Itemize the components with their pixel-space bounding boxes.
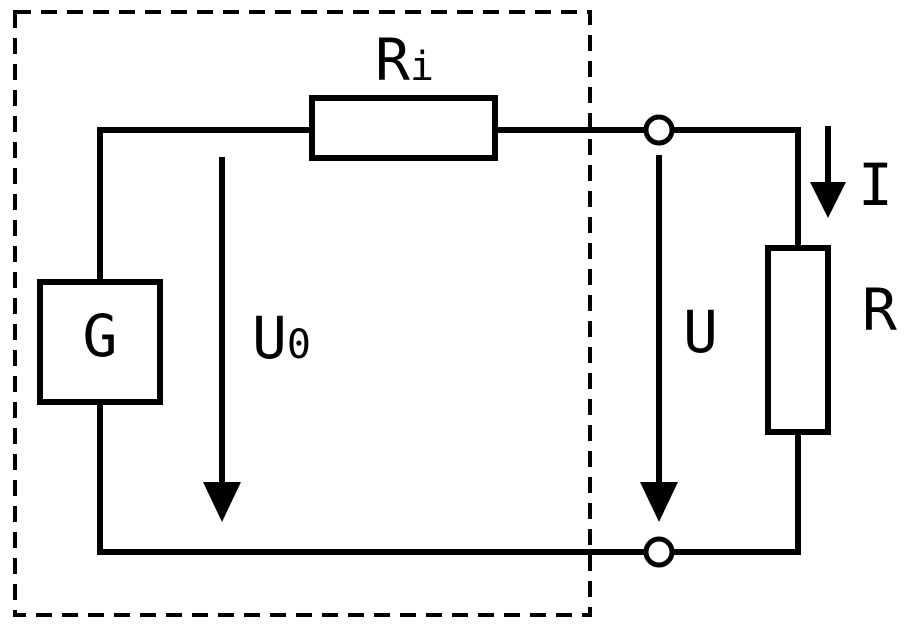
internal-resistance-subscript: i <box>410 44 434 90</box>
source-voltage-subscript: 0 <box>287 322 311 368</box>
terminal-voltage-label: U <box>683 298 718 366</box>
top-terminal <box>643 114 675 146</box>
source-voltage-symbol: U <box>252 304 287 372</box>
generator-label: G <box>83 302 118 370</box>
current-arrow-head <box>810 182 846 218</box>
source-boundary <box>13 10 592 617</box>
internal-resistance-symbol: R <box>375 26 410 94</box>
bottom-left-wire <box>97 399 649 555</box>
current-label: I <box>858 151 893 219</box>
top-right-wire <box>669 127 801 251</box>
internal-resistor <box>309 95 498 161</box>
load-resistance-label: R <box>862 276 897 344</box>
terminal-voltage-arrow-head <box>640 482 678 522</box>
load-resistor <box>765 245 831 435</box>
generator-box <box>37 279 163 405</box>
internal-resistance-label: Ri <box>375 26 434 94</box>
top-left-wire <box>97 127 315 285</box>
source-voltage-label: U0 <box>252 304 311 372</box>
bottom-terminal <box>643 536 675 568</box>
source-voltage-arrow-head <box>203 482 241 522</box>
